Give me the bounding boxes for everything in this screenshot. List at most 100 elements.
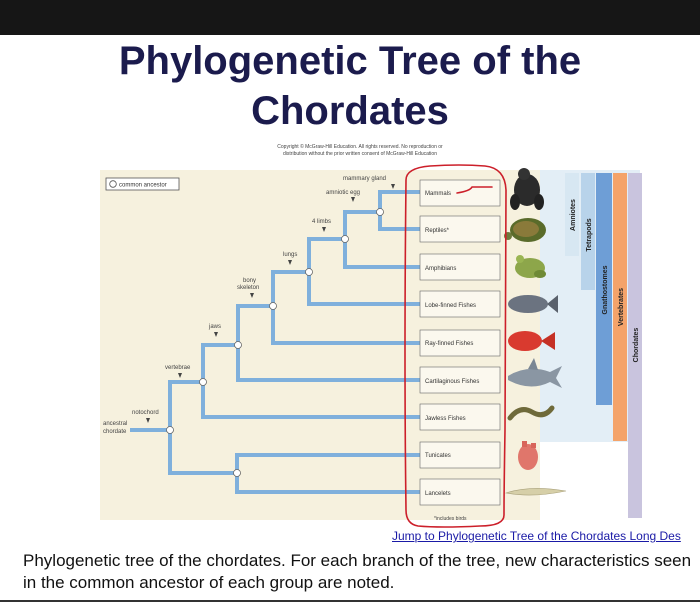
trait-jaws: jaws — [208, 324, 221, 330]
legend-node-icon — [109, 180, 117, 188]
node-bony-skeleton — [269, 302, 277, 310]
group-label-vertebrates: Vertebrates — [618, 288, 625, 326]
band-tetrapods — [581, 173, 595, 290]
phylogenetic-tree-diagram: Amniotes Tetrapods Gnathostomes Vertebra… — [100, 164, 642, 528]
box-tunicates — [419, 441, 501, 469]
node-jaws — [234, 341, 242, 349]
group-label-tetrapods: Tetrapods — [586, 218, 593, 251]
branch-amniote-stem — [343, 210, 380, 239]
arrow-notochord — [146, 418, 150, 423]
node-amniotic-egg — [376, 208, 384, 216]
branch-tunicates — [235, 453, 420, 473]
page-title: Phylogenetic Tree of the Chordates — [0, 36, 700, 136]
trait-vertebrae: vertebrae — [165, 365, 191, 371]
trait-lungs: lungs — [283, 252, 297, 258]
tree-nodes — [166, 208, 384, 477]
band-gnathostomes — [596, 173, 612, 405]
taxon-tunicates: Tunicates — [425, 453, 451, 459]
taxon-mammals: Mammals — [425, 191, 451, 197]
taxon-jawless: Jawless Fishes — [425, 416, 466, 422]
branch-lancelet-tunicate-stem — [168, 430, 237, 475]
copyright-line-2: distribution without the prior written c… — [283, 151, 437, 157]
bottom-rule — [0, 600, 700, 602]
trait-notochord: notochord — [132, 410, 159, 416]
taxon-lancelets: Lancelets — [425, 491, 451, 497]
red-annotation — [404, 164, 507, 528]
annotation-outline — [404, 164, 507, 528]
box-cartilaginous — [419, 366, 501, 394]
trait-amniotic-egg: amniotic egg — [326, 190, 360, 196]
annotation-mammals-mark — [456, 186, 493, 194]
arrow-lungs — [288, 260, 292, 265]
branch-cartilaginous — [236, 345, 420, 382]
shark-icon — [508, 358, 562, 388]
group-label-amniotes: Amniotes — [570, 199, 577, 231]
branch-jawless — [201, 382, 420, 419]
box-amphibians — [419, 253, 501, 281]
band-amniotes — [565, 173, 579, 256]
branch-lungs-stem — [271, 270, 309, 306]
taxa-boxes: Mammals Reptiles* Amphibians Lobe-finned… — [419, 179, 501, 522]
arrow-amniotic-egg — [351, 197, 355, 202]
group-label-gnathostomes: Gnathostomes — [602, 265, 609, 314]
coelacanth-icon — [508, 295, 558, 313]
title-line-1: Phylogenetic Tree of the — [118, 39, 582, 83]
box-lancelets — [419, 478, 501, 506]
tunicate-icon — [518, 441, 538, 470]
branch-lancelets — [235, 473, 420, 494]
node-lungs — [305, 268, 313, 276]
lamprey-icon — [507, 405, 555, 421]
trait-limbs: 4 limbs — [312, 219, 331, 225]
band-chordates — [628, 173, 642, 518]
figure-caption: Phylogenetic tree of the chordates. For … — [23, 551, 692, 592]
branch-limbs-stem — [307, 237, 345, 272]
box-jawless — [419, 403, 501, 431]
branch-bony-stem — [236, 304, 273, 345]
box-ray-finned — [419, 329, 501, 357]
node-ancestral-chordate — [166, 426, 174, 434]
copyright-line-1: Copyright © McGraw-Hill Education. All r… — [277, 144, 443, 150]
gorilla-icon — [510, 168, 544, 210]
animal-illustrations — [504, 168, 567, 496]
arrow-vertebrae — [178, 373, 182, 378]
taxon-ray-finned: Ray-finned Fishes — [425, 341, 473, 347]
taxon-lobe-finned: Lobe-finned Fishes — [425, 303, 476, 309]
group-label-chordates: Chordates — [633, 328, 640, 363]
footnote: *includes birds — [434, 516, 467, 522]
root-label-line-1: ancestral — [103, 421, 127, 427]
trait-mammary-gland: mammary gland — [343, 176, 386, 182]
branch-jaws-stem — [201, 343, 238, 382]
arrow-bony-skeleton — [250, 293, 254, 298]
frog-icon — [515, 255, 546, 278]
branch-reptiles — [378, 212, 420, 231]
branch-lobe-finned — [307, 272, 420, 306]
node-tunicate-lancelet — [233, 469, 241, 477]
branch-amphibians — [343, 239, 420, 269]
arrow-limbs — [322, 227, 326, 232]
tree-branches — [168, 190, 420, 494]
trait-bony-line-1: bony — [243, 278, 256, 284]
lancelet-icon — [504, 488, 567, 496]
turtle-icon — [504, 218, 546, 242]
taxon-amphibians: Amphibians — [425, 266, 456, 272]
branch-ray-finned — [271, 306, 420, 345]
copyright-notice: Copyright © McGraw-Hill Education. All r… — [230, 144, 490, 158]
trait-bony-line-2: skeleton — [237, 285, 259, 291]
band-vertebrates — [613, 173, 627, 441]
legend-box — [105, 177, 180, 191]
long-description-link[interactable]: Jump to Phylogenetic Tree of the Chordat… — [392, 529, 681, 543]
box-reptiles — [419, 215, 501, 243]
node-vertebrae — [199, 378, 207, 386]
branch-vertebrates-stem — [168, 380, 203, 430]
legend-label: common ancestor — [119, 183, 167, 189]
arrow-mammary-gland — [391, 184, 395, 189]
taxon-reptiles: Reptiles* — [425, 228, 450, 234]
arrow-jaws — [214, 332, 218, 337]
taxon-cartilaginous: Cartilaginous Fishes — [425, 379, 479, 385]
top-black-bar — [0, 0, 700, 35]
node-limbs — [341, 235, 349, 243]
red-fish-icon — [508, 331, 555, 351]
trait-labels: notochord vertebrae jaws bony skeleton l… — [132, 176, 395, 423]
root-label-line-2: chordate — [103, 429, 127, 435]
box-lobe-finned — [419, 290, 501, 318]
